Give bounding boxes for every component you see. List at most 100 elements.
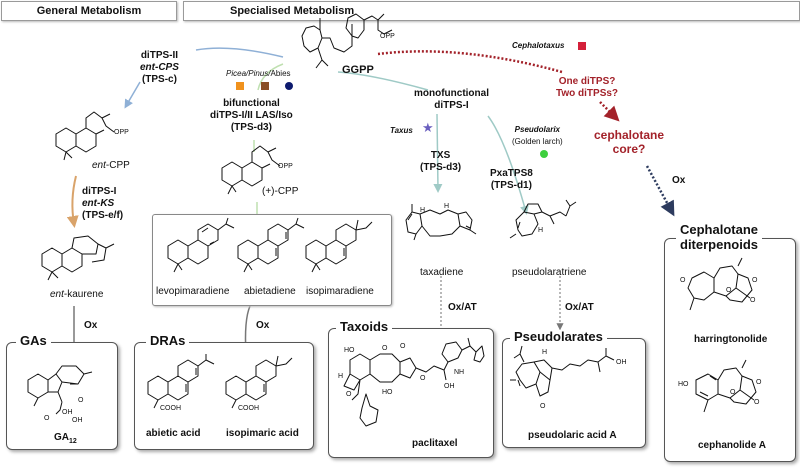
arrow-ggpp-to-ent-cpp	[195, 47, 284, 58]
plus-cpp-structure: OPP	[221, 145, 293, 195]
arrow-monofunctional-to-taxadiene	[433, 113, 443, 193]
svg-text:OPP: OPP	[380, 33, 395, 40]
taxadiene-label: taxadiene	[420, 267, 464, 278]
harringtonolide-structure: O O O O	[680, 257, 758, 311]
ent-cpp-label: ent-CPP	[92, 160, 130, 171]
svg-text:O: O	[750, 297, 756, 304]
pseudolarates-product-box	[502, 338, 646, 448]
ox-at-taxoid-label: Ox/AT	[448, 302, 477, 313]
svg-text:OH: OH	[444, 383, 455, 390]
isopimaradiene-label: isopimaradiene	[306, 286, 374, 297]
pseudolarix-marker-circle	[540, 150, 548, 158]
abies-marker-circle	[285, 82, 293, 90]
bifunctional-enzyme-label: bifunctional diTPS-I/II LAS/Iso (TPS-d3)	[210, 98, 293, 133]
svg-text:OH: OH	[616, 359, 627, 366]
monofunctional-enzyme-label: monofunctional diTPS-I	[414, 88, 489, 111]
svg-text:COOH: COOH	[160, 405, 181, 412]
pseudolarix-organism-label: Pseudolarix (Golden larch)	[512, 125, 563, 146]
svg-text:O: O	[540, 403, 546, 410]
isopimaric-acid-structure: COOH	[225, 355, 293, 412]
txs-enzyme-label: TXS (TPS-d3)	[420, 150, 462, 173]
svg-text:O: O	[400, 343, 406, 350]
pseudolaratriene-structure: H	[509, 199, 577, 239]
gas-product-box	[6, 342, 118, 450]
levopimaradiene-label: levopimaradiene	[156, 286, 230, 297]
dras-box-title: DRAs	[146, 334, 190, 348]
svg-text:H: H	[420, 207, 425, 214]
picea-marker-square	[236, 82, 244, 90]
ox-step-dra-label: Ox	[256, 320, 270, 331]
cephalotane-core-label: cephalotane core?	[594, 128, 665, 156]
plus-cpp-label: (+)-CPP	[262, 186, 299, 197]
svg-text:O: O	[756, 379, 762, 386]
pxatps8-enzyme-label: PxaTPS8 (TPS-d1)	[490, 168, 533, 191]
svg-text:HO: HO	[344, 347, 355, 354]
svg-text:NH: NH	[454, 369, 464, 376]
svg-text:O: O	[730, 389, 736, 396]
abietic-acid-label: abietic acid	[146, 428, 201, 439]
arrow-ggpp-to-unknown-ditps	[377, 50, 563, 74]
ent-cpp-structure: OPP	[55, 111, 129, 161]
taxus-marker-star: ★	[422, 120, 434, 135]
arrow-ggpp-to-plus-cpp	[257, 63, 284, 91]
pinus-marker-square	[261, 82, 269, 90]
svg-text:O: O	[680, 277, 686, 284]
cephanolide-a-label: cephanolide A	[698, 440, 766, 451]
levopimaradiene-structure	[167, 217, 235, 273]
pseudolaratriene-label: pseudolaratriene	[512, 267, 587, 278]
abietadiene-label: abietadiene	[244, 286, 296, 297]
pseudolaric-acid-a-label: pseudolaric acid A	[528, 430, 617, 441]
svg-text:OH: OH	[62, 409, 73, 416]
arrow-ggpp-to-monofunctional	[337, 71, 429, 91]
abietadiene-structure	[237, 217, 305, 273]
arrow-core-to-cephalotane	[645, 165, 675, 217]
svg-text:O: O	[346, 391, 352, 398]
isopimaric-acid-label: isopimaric acid	[226, 428, 299, 439]
harringtonolide-label: harringtonolide	[694, 334, 768, 345]
taxus-organism-label: Taxus	[390, 126, 413, 135]
specialised-metabolism-header: Specialised Metabolism	[183, 1, 800, 21]
svg-text:O: O	[754, 399, 760, 406]
svg-text:OPP: OPP	[278, 163, 293, 170]
svg-text:O: O	[420, 375, 426, 382]
ent-kaurene-label: ent-kaurene	[50, 289, 104, 300]
svg-text:HO: HO	[678, 381, 689, 388]
isopimaradiene-structure	[305, 219, 373, 273]
svg-text:O: O	[382, 345, 388, 352]
ggpp-structure: OPP	[301, 13, 395, 69]
svg-text:O: O	[726, 287, 732, 294]
cephalotane-box-title: Cephalotane diterpenoids	[676, 222, 763, 252]
general-metabolism-label: General Metabolism	[36, 5, 142, 17]
cephalotane-product-box	[664, 238, 796, 462]
ox-step-cephalotane-label: Ox	[672, 175, 686, 186]
taxadiene-structure: H H	[405, 203, 477, 241]
ent-ks-enzyme-label: diTPS-I ent-KS (TPS-e/f)	[82, 186, 124, 221]
cephanolide-a-structure: HO O O O	[678, 359, 762, 413]
svg-text:HO: HO	[382, 389, 393, 396]
cephalotaxus-organism-label: Cephalotaxus	[512, 41, 565, 50]
ent-kaurene-structure	[41, 235, 115, 281]
paclitaxel-label: paclitaxel	[412, 438, 458, 449]
svg-text:COOH: COOH	[238, 405, 259, 412]
picea-pinus-abies-label: Picea/Pinus/Abies	[226, 69, 291, 78]
svg-text:H: H	[444, 203, 449, 210]
svg-text:H: H	[538, 227, 543, 234]
arrow-ent-cps-to-ent-cpp	[124, 81, 141, 109]
pseudolarates-box-title: Pseudolarates	[510, 330, 607, 344]
svg-text:OPP: OPP	[114, 129, 129, 136]
ox-at-pseudolarate-label: Ox/AT	[565, 302, 594, 313]
arrow-ent-cpp-to-ent-kaurene	[66, 175, 79, 228]
svg-text:O: O	[752, 277, 758, 284]
svg-text:O: O	[44, 415, 50, 422]
ga12-label: GA12	[54, 432, 77, 445]
svg-text:OH: OH	[72, 417, 83, 424]
arrow-unknown-to-cephalotane-core	[599, 101, 620, 122]
ga12-structure: OH O OH O	[27, 365, 93, 424]
pseudolaric-acid-a-structure: OH O H	[510, 345, 627, 410]
general-metabolism-header: General Metabolism	[1, 1, 177, 21]
taxoids-box-title: Taxoids	[336, 320, 393, 334]
ggpp-label: GGPP	[342, 64, 374, 76]
abietic-acid-structure: COOH	[147, 354, 215, 412]
gas-box-title: GAs	[16, 334, 51, 348]
